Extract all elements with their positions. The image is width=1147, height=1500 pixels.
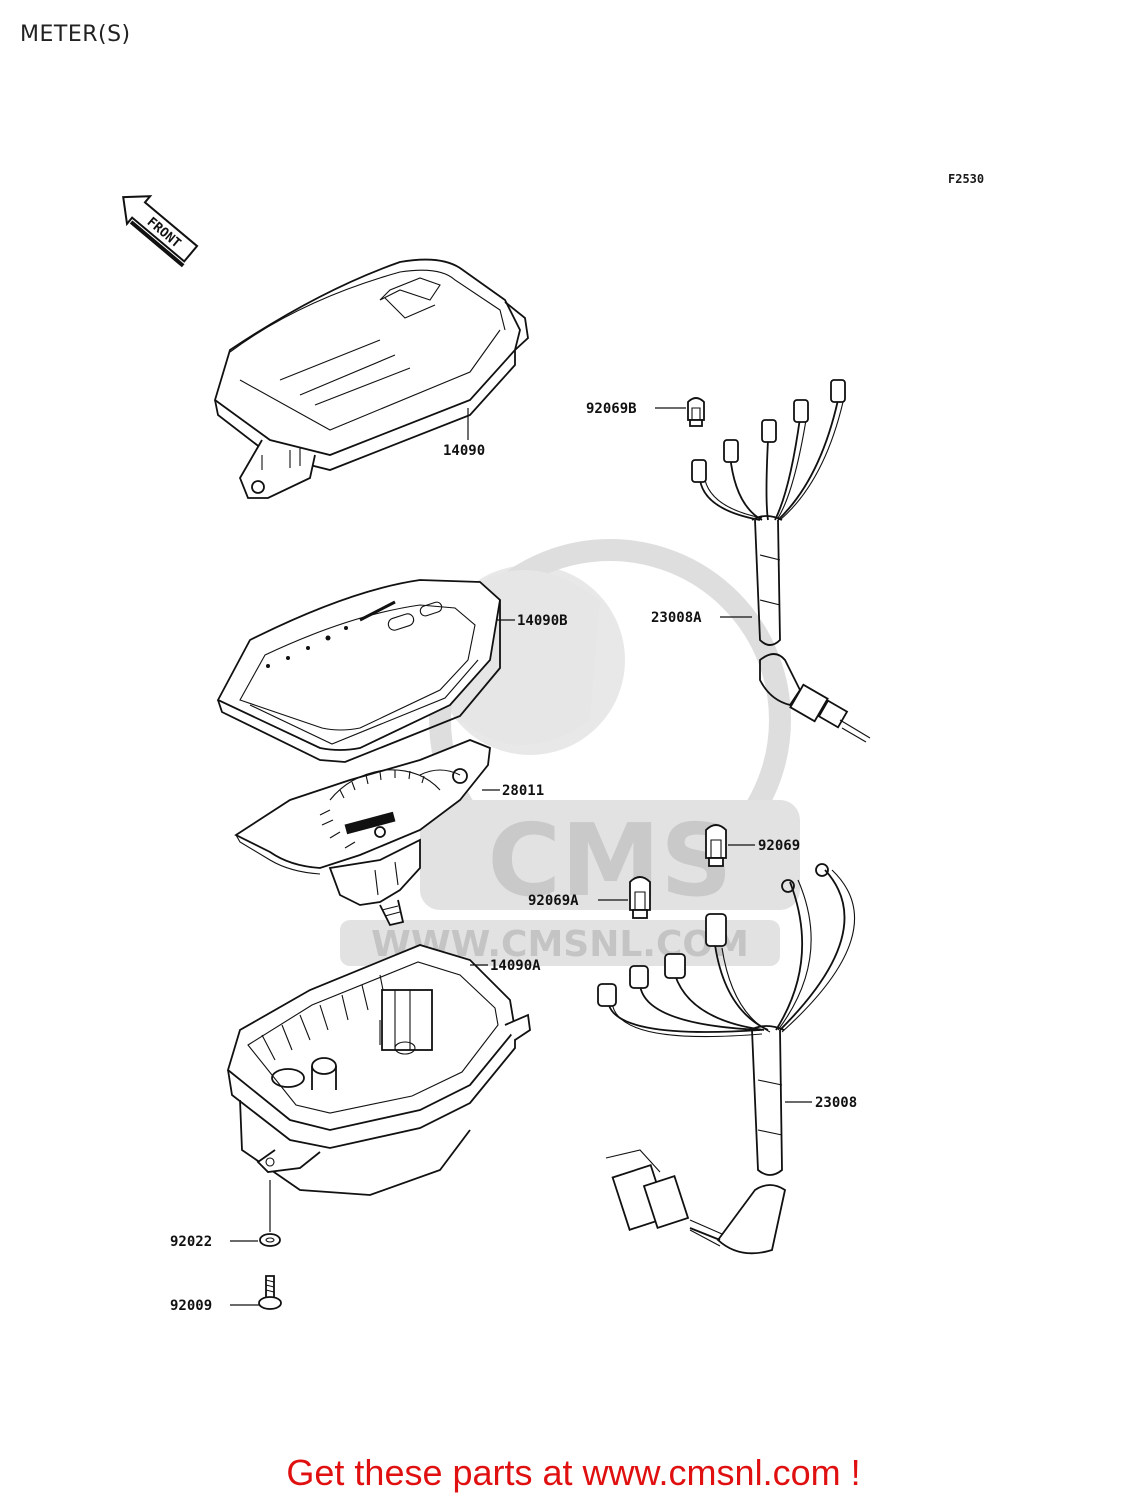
part-label-23008A[interactable]: 23008A <box>651 610 702 626</box>
wire-harness-23008A <box>691 379 871 743</box>
part-label-14090A[interactable]: 14090A <box>490 958 541 974</box>
part-label-92009[interactable]: 92009 <box>170 1298 212 1314</box>
part-labels: 14090 92069B 14090B 23008A 28011 92069 9… <box>170 401 857 1314</box>
watermark-brand: CMS <box>488 802 733 919</box>
promo-banner-link[interactable]: Get these parts at www.cmsnl.com ! <box>286 1452 861 1493</box>
page-title: METER(S) <box>20 22 131 47</box>
screw-92009 <box>230 1275 282 1310</box>
part-label-28011[interactable]: 28011 <box>502 783 544 799</box>
parts-diagram: CMS WWW.CMSNL.COM FRONT <box>122 195 871 1314</box>
watermark: CMS WWW.CMSNL.COM <box>340 539 800 966</box>
part-label-92069B[interactable]: 92069B <box>586 401 637 417</box>
washer-92022 <box>230 1180 281 1247</box>
meter-case-lower-14090A <box>226 944 531 1196</box>
bulb-92069B <box>655 397 705 427</box>
part-label-92069[interactable]: 92069 <box>758 838 800 854</box>
figure-code: F2530 <box>948 172 985 186</box>
meter-face-28011 <box>234 739 500 927</box>
bulb-92069A <box>598 876 651 919</box>
part-label-92069A[interactable]: 92069A <box>528 893 579 909</box>
meter-cover-upper-14090 <box>213 258 529 499</box>
part-label-23008[interactable]: 23008 <box>815 1095 857 1111</box>
part-label-14090B[interactable]: 14090B <box>517 613 568 629</box>
wire-harness-23008 <box>597 863 855 1255</box>
part-label-14090[interactable]: 14090 <box>443 443 485 459</box>
bulb-92069 <box>705 824 755 867</box>
front-direction-arrow: FRONT <box>122 195 199 268</box>
part-label-92022[interactable]: 92022 <box>170 1234 212 1250</box>
meter-bezel-14090B <box>216 579 515 763</box>
